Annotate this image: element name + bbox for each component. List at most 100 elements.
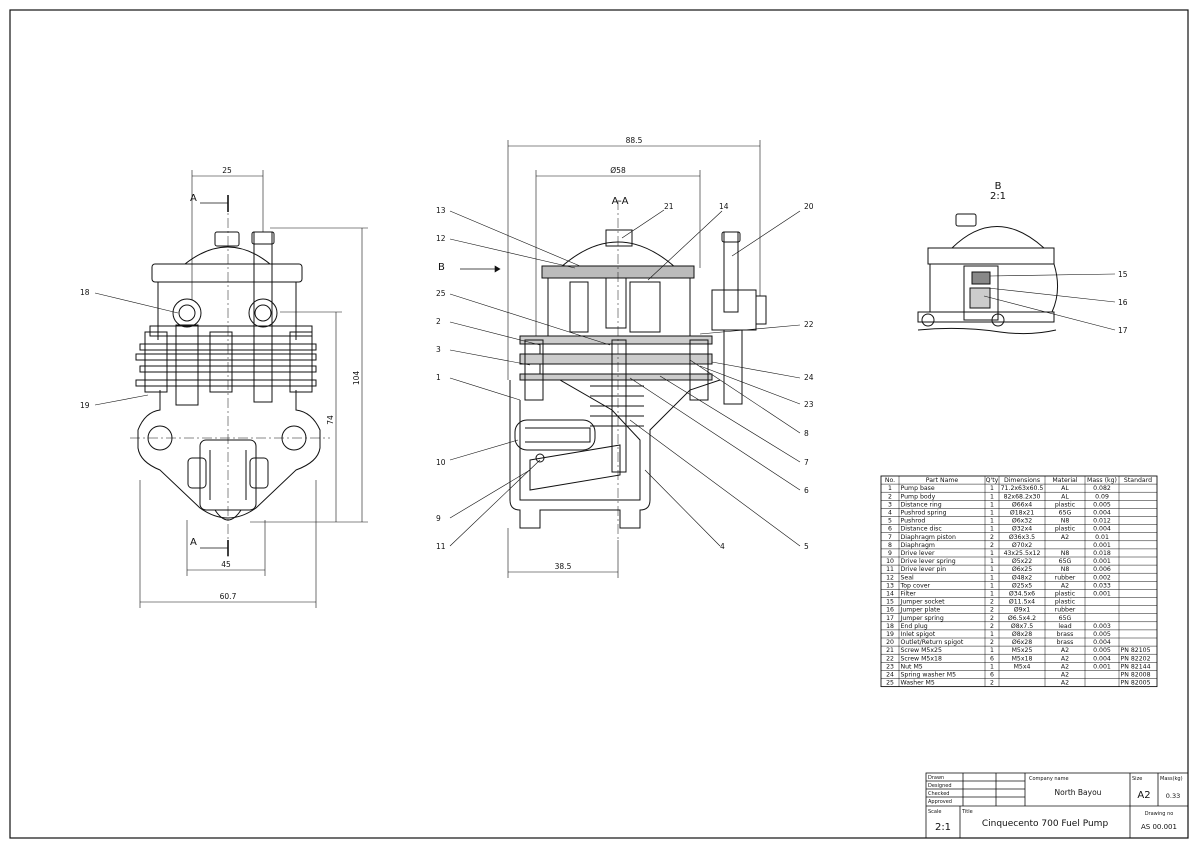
- table-cell: Jumper plate: [900, 607, 941, 614]
- callout-15: 15: [1118, 270, 1128, 279]
- table-cell: rubber: [1055, 574, 1076, 581]
- table-cell: Ø5x22: [1012, 557, 1032, 565]
- table-cell: A2: [1061, 582, 1069, 589]
- callout-8: 8: [804, 429, 809, 438]
- table-cell: rubber: [1055, 607, 1076, 614]
- table-cell: Nut M5: [901, 663, 923, 670]
- table-cell: plastic: [1055, 591, 1076, 598]
- table-cell: N8: [1061, 566, 1070, 573]
- company-name: North Bayou: [1055, 788, 1102, 797]
- table-cell: A2: [1061, 672, 1069, 679]
- table-cell: 0.004: [1093, 510, 1111, 517]
- table-cell: 3: [888, 501, 892, 508]
- table-cell: 0.001: [1093, 558, 1111, 565]
- table-header-cell: Q'ty: [986, 477, 999, 484]
- table-cell: PN 82144: [1121, 663, 1151, 670]
- table-cell: Ø6x25: [1012, 565, 1032, 573]
- detail-leaders: [983, 273, 1116, 331]
- table-cell: 19: [886, 631, 894, 638]
- table-cell: 2: [990, 607, 994, 614]
- role-designed: Designed: [928, 783, 952, 789]
- callout-23: 23: [804, 400, 814, 409]
- scale-value: 2:1: [935, 822, 951, 833]
- table-cell: Drive lever: [901, 550, 935, 557]
- table-cell: 1: [990, 574, 994, 581]
- callout-1: 1: [436, 373, 441, 382]
- role-drawn: Drawn: [928, 775, 944, 781]
- table-cell: A2: [1061, 647, 1069, 654]
- table-cell: 71.2x63x60.5: [1001, 485, 1044, 492]
- table-cell: lead: [1058, 623, 1071, 630]
- callout-20: 20: [804, 202, 814, 211]
- table-cell: 2: [990, 542, 994, 549]
- detail-title: B: [995, 181, 1002, 192]
- dim-height-inner: 74: [326, 415, 335, 425]
- table-cell: Jumper spring: [900, 615, 944, 622]
- front-view-dimensions: [94, 170, 368, 608]
- table-cell: 1: [990, 501, 994, 508]
- table-cell: 0.001: [1093, 663, 1111, 670]
- table-cell: 2: [990, 534, 994, 541]
- table-cell: Spring washer M5: [901, 672, 957, 679]
- dim-top: 25: [222, 166, 232, 175]
- table-cell: 9: [888, 550, 892, 557]
- callout-5: 5: [804, 542, 809, 551]
- company-label: Company name: [1029, 776, 1069, 782]
- table-cell: 1: [990, 550, 994, 557]
- table-cell: 1: [990, 485, 994, 492]
- callouts-right: 22 24 23 8 7 6 4 5: [720, 320, 814, 551]
- scale-label: Scale: [928, 809, 941, 815]
- table-cell: 25: [886, 680, 894, 687]
- table-cell: Pushrod spring: [901, 510, 947, 517]
- table-cell: Pump base: [901, 485, 935, 492]
- table-header-cell: Standard: [1124, 477, 1152, 484]
- table-header-cell: Part Name: [926, 477, 959, 484]
- table-cell: 65G: [1059, 510, 1072, 517]
- table-cell: PN 82005: [1121, 680, 1151, 687]
- table-cell: 0.004: [1093, 639, 1111, 646]
- table-cell: 10: [886, 558, 894, 565]
- table-cell: 1: [888, 485, 892, 492]
- callout-9: 9: [436, 514, 441, 523]
- table-cell: Ø6x28: [1012, 638, 1032, 646]
- callout-11: 11: [436, 542, 446, 551]
- table-cell: PN 82105: [1121, 647, 1151, 654]
- table-cell: 6: [888, 526, 892, 533]
- callout-18: 18: [80, 288, 90, 297]
- table-cell: 6: [990, 672, 994, 679]
- table-header-cell: Material: [1052, 477, 1077, 484]
- table-cell: 0.09: [1095, 493, 1109, 500]
- dim-bottom-inner: 45: [221, 560, 231, 569]
- callout-4: 4: [720, 542, 725, 551]
- table-cell: A2: [1061, 663, 1069, 670]
- table-cell: plastic: [1055, 599, 1076, 606]
- table-cell: Ø9x1: [1014, 606, 1030, 614]
- table-cell: 0.082: [1093, 485, 1111, 492]
- table-cell: M5x25: [1012, 647, 1033, 654]
- table-cell: Ø6x32: [1012, 517, 1032, 525]
- table-cell: Ø36x3.5: [1009, 533, 1035, 541]
- table-cell: M5x4: [1014, 663, 1031, 670]
- table-cell: PN 82202: [1121, 655, 1151, 662]
- table-cell: 1: [990, 518, 994, 525]
- table-cell: 2: [990, 680, 994, 687]
- callout-10: 10: [436, 458, 446, 467]
- section-view-a-a: [509, 200, 767, 540]
- callout-6: 6: [804, 486, 809, 495]
- table-cell: A2: [1061, 534, 1069, 541]
- table-cell: 18: [886, 623, 894, 630]
- callout-21: 21: [664, 202, 674, 211]
- table-cell: 1: [990, 510, 994, 517]
- table-cell: brass: [1057, 631, 1074, 638]
- table-cell: 20: [886, 639, 894, 646]
- table-cell: Top cover: [900, 582, 931, 589]
- callout-25: 25: [436, 289, 446, 298]
- table-cell: Distance ring: [901, 501, 942, 508]
- table-cell: 1: [990, 647, 994, 654]
- table-cell: 7: [888, 534, 892, 541]
- table-cell: A2: [1061, 680, 1069, 687]
- table-cell: 2: [990, 599, 994, 606]
- table-cell: 1: [990, 663, 994, 670]
- table-cell: Ø8x7.5: [1011, 622, 1033, 630]
- table-cell: 0.001: [1093, 591, 1111, 598]
